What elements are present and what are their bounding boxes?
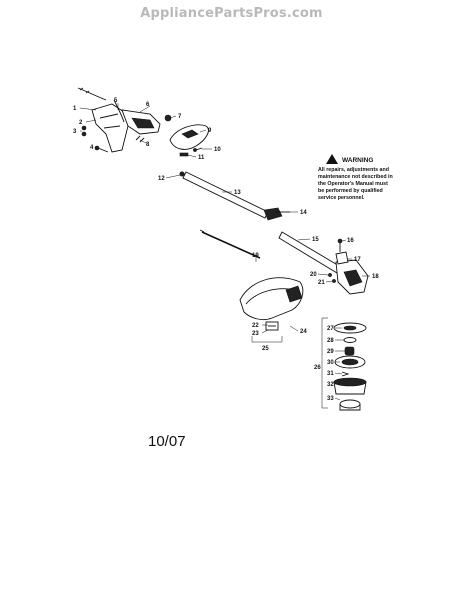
flex-cable — [199, 229, 261, 259]
callout-10: 10 — [214, 147, 221, 153]
callout-27: 27 — [327, 326, 334, 332]
callout-11: 11 — [198, 155, 205, 161]
callout-19: 19 — [252, 253, 259, 259]
callout-4: 4 — [90, 145, 94, 151]
callout-23: 23 — [252, 331, 259, 337]
callout-25: 25 — [262, 346, 269, 352]
part-callouts: 1 2 3 4 5 6 7 8 9 10 11 12 13 14 15 16 1… — [73, 98, 379, 402]
warning-line: service personnel. — [318, 195, 365, 201]
callout-9: 9 — [208, 128, 212, 134]
warning-line: All repairs, adjustments and — [318, 167, 389, 173]
site-header: AppliancePartsPros.com — [140, 6, 323, 21]
callout-22: 22 — [252, 323, 259, 329]
callout-24: 24 — [300, 329, 307, 335]
callout-29: 29 — [327, 349, 334, 355]
warning-notice: WARNING All repairs, adjustments and mai… — [318, 154, 393, 201]
callout-20: 20 — [310, 272, 317, 278]
callout-32: 32 — [327, 382, 334, 388]
leader-lines — [79, 103, 370, 401]
upper-shaft — [179, 171, 290, 221]
callout-31: 31 — [327, 371, 334, 377]
trimmer-head — [321, 317, 367, 411]
callout-28: 28 — [327, 338, 334, 344]
warning-line: maintenance not described in — [318, 174, 393, 180]
callout-30: 30 — [327, 360, 334, 366]
callout-18: 18 — [372, 274, 379, 280]
warning-triangle-icon — [326, 154, 338, 164]
warning-line: be performed by qualified — [318, 188, 383, 194]
callout-2: 2 — [79, 120, 83, 126]
throttle-handle-assembly — [77, 87, 209, 157]
callout-1: 1 — [73, 106, 77, 112]
callout-15: 15 — [312, 237, 319, 243]
callout-14: 14 — [300, 210, 307, 216]
callout-5: 5 — [114, 98, 118, 104]
callout-6: 6 — [146, 102, 150, 108]
warning-line: the Operator's Manual must — [318, 181, 388, 187]
callout-16: 16 — [347, 238, 354, 244]
callout-21: 21 — [318, 280, 325, 286]
callout-7: 7 — [178, 114, 182, 120]
lower-shaft-gearhead — [278, 231, 369, 295]
callout-33: 33 — [327, 396, 334, 402]
warning-title: WARNING — [342, 157, 373, 164]
callout-13: 13 — [234, 190, 241, 196]
date-code: 10/07 — [148, 433, 186, 450]
callout-3: 3 — [73, 129, 77, 135]
callout-12: 12 — [158, 176, 165, 182]
debris-shield — [239, 277, 304, 343]
callout-17: 17 — [354, 257, 361, 263]
callout-8: 8 — [146, 142, 150, 148]
callout-26: 26 — [314, 365, 321, 371]
